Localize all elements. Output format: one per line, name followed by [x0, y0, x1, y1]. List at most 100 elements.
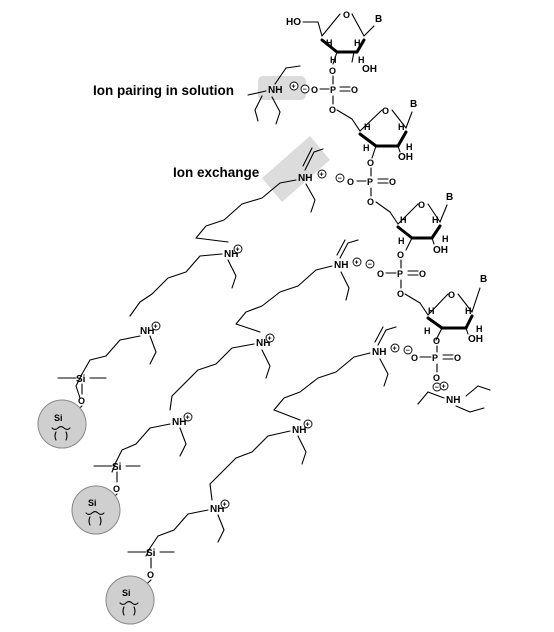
svg-text:H: H	[358, 55, 365, 65]
svg-text:Si: Si	[122, 588, 131, 598]
svg-text:O: O	[351, 85, 358, 95]
svg-text:−: −	[338, 176, 342, 183]
svg-text:P: P	[330, 85, 336, 95]
svg-text:HO: HO	[286, 17, 301, 28]
svg-text:+: +	[292, 84, 296, 91]
svg-text:+: +	[442, 384, 446, 391]
svg-text:H: H	[424, 326, 431, 336]
svg-text:NH: NH	[268, 85, 282, 96]
plus-charge: +	[390, 343, 400, 353]
svg-text:OH: OH	[362, 64, 377, 75]
ion-pairing-label: Ion pairing in solution	[93, 83, 234, 98]
plus-charge: +	[439, 381, 449, 391]
plus-charge: +	[352, 257, 362, 267]
plus-charge: +	[265, 333, 275, 343]
svg-text:−: −	[406, 348, 410, 355]
svg-text:H: H	[442, 234, 449, 244]
svg-text:O: O	[389, 177, 396, 187]
exchange-head-1: NH + −	[279, 147, 345, 213]
svg-text:Si: Si	[54, 413, 63, 423]
svg-text:O: O	[311, 85, 318, 95]
svg-text:Si: Si	[88, 498, 97, 508]
minus-charge: −	[365, 259, 375, 269]
svg-text:NH: NH	[372, 347, 386, 358]
svg-text:O: O	[418, 200, 425, 210]
silica-anchor-1: Si O Si	[37, 373, 107, 449]
svg-text:Si: Si	[112, 462, 122, 473]
plus-charge: +	[317, 169, 327, 179]
sugar-ring-1: HO O B H H H H OH	[286, 10, 382, 75]
ion-exchange-label: Ion exchange	[173, 165, 260, 180]
svg-text:NH: NH	[446, 395, 460, 406]
svg-text:+: +	[236, 247, 240, 254]
silica-anchor-3: Si O Si	[105, 547, 175, 625]
plus-charge: +	[233, 244, 243, 254]
minus-charge: −	[335, 173, 345, 183]
svg-text:O: O	[113, 484, 120, 494]
svg-text:H: H	[465, 306, 472, 316]
silica-bead-2	[71, 485, 121, 535]
svg-text:B: B	[410, 99, 417, 110]
svg-text:NH: NH	[292, 425, 306, 436]
svg-text:−: −	[303, 87, 307, 94]
minus-charge: −	[300, 84, 310, 94]
svg-text:H: H	[398, 236, 405, 246]
ion-exchange-highlight	[262, 136, 330, 202]
svg-text:O: O	[147, 570, 154, 580]
svg-text:B: B	[480, 274, 487, 285]
svg-text:NH: NH	[172, 417, 186, 428]
triethylammonium-free: + NH	[417, 381, 491, 413]
svg-text:NH: NH	[334, 260, 348, 271]
phosphate-1: O P O O O	[311, 66, 358, 120]
svg-text:+: +	[393, 346, 397, 353]
plus-charge: +	[151, 321, 161, 331]
alkyl-chain-a: NH + NH +	[81, 182, 281, 375]
svg-text:O: O	[433, 336, 440, 346]
svg-text:O: O	[367, 197, 374, 207]
svg-text:O: O	[448, 290, 455, 300]
svg-text:NH: NH	[256, 338, 270, 349]
minus-charge: −	[403, 345, 413, 355]
svg-text:O: O	[382, 106, 389, 116]
svg-text:+: +	[186, 415, 190, 422]
sugar-ring-2: O B H H H H OH	[351, 99, 417, 163]
triethylammonium-solution: NH + −	[247, 65, 310, 125]
svg-text:O: O	[454, 353, 461, 363]
svg-text:P: P	[397, 269, 403, 279]
svg-text:NH: NH	[298, 173, 312, 184]
svg-text:O: O	[343, 10, 350, 20]
svg-text:H: H	[326, 38, 333, 48]
plus-charge: +	[289, 81, 299, 91]
svg-text:O: O	[329, 66, 336, 76]
svg-text:H: H	[406, 142, 413, 152]
alkyl-chain-b: NH + NH +	[115, 269, 317, 463]
svg-text:−: −	[435, 385, 439, 392]
phosphate-4: O P O O O −	[411, 336, 461, 392]
svg-text:H: H	[432, 215, 439, 225]
svg-text:+: +	[355, 260, 359, 267]
svg-text:H: H	[364, 122, 371, 132]
sugar-ring-4: O B H H H H OH	[419, 274, 487, 345]
svg-text:P: P	[367, 177, 373, 187]
exchange-head-3: NH + −	[353, 326, 413, 387]
sugar-ring-3: O B H H H H OH	[389, 192, 453, 256]
svg-text:Si: Si	[76, 374, 86, 385]
phosphate-3: O P O O O	[377, 250, 426, 304]
phosphate-2: O P O O O	[347, 158, 396, 213]
svg-text:+: +	[154, 324, 158, 331]
svg-text:H: H	[330, 55, 337, 65]
svg-text:+: +	[223, 502, 227, 509]
svg-text:Si: Si	[146, 548, 156, 559]
svg-text:+: +	[268, 336, 272, 343]
svg-text:O: O	[367, 158, 374, 168]
svg-text:O: O	[397, 289, 404, 299]
svg-text:P: P	[432, 353, 438, 363]
svg-text:O: O	[78, 396, 85, 406]
svg-text:H: H	[354, 38, 361, 48]
svg-text:H: H	[398, 122, 405, 132]
plus-charge: +	[303, 419, 313, 429]
svg-text:+: +	[320, 172, 324, 179]
svg-text:−: −	[368, 262, 372, 269]
svg-text:OH: OH	[398, 152, 413, 163]
